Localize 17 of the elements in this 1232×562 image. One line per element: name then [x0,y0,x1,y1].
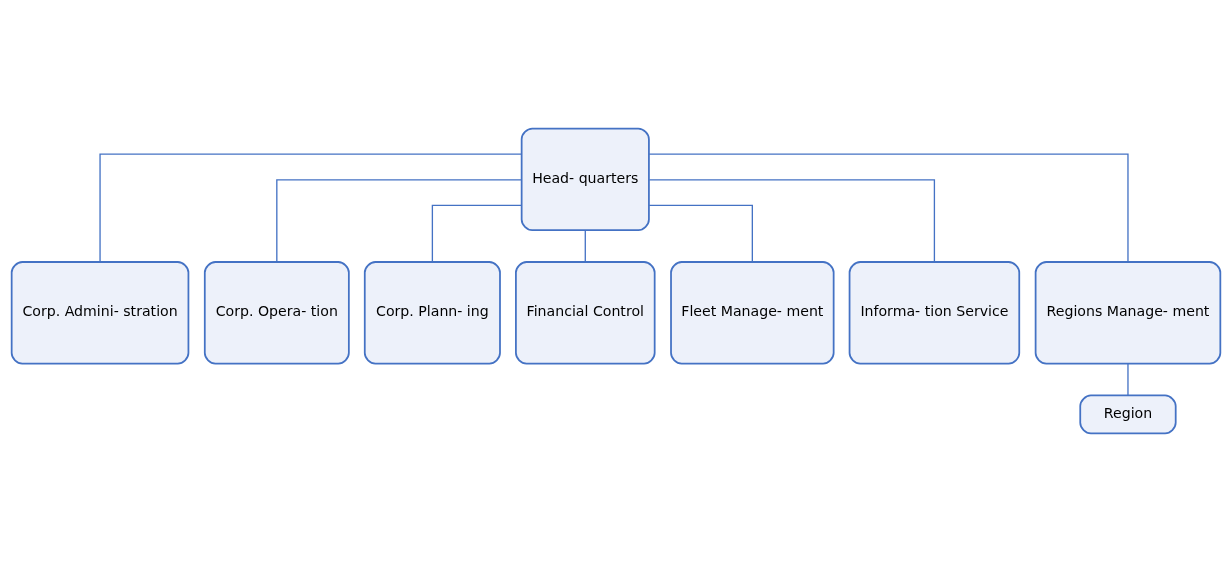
connector [276,179,523,263]
connector [648,153,1129,263]
connector [1127,362,1129,396]
connector [584,229,586,263]
node-box: Corp. Opera- tion [203,261,350,365]
node-box: Fleet Manage- ment [670,261,835,365]
connector [431,204,523,263]
node-box: Corp. Plann- ing [363,261,501,365]
node-box: Informa- tion Service [848,261,1021,365]
connector [648,204,753,263]
node-box: Region [1079,394,1177,435]
node-box: Regions Manage- ment [1034,261,1222,365]
node-box: Financial Control [515,261,656,365]
connector [99,153,523,263]
node-box: Corp. Admini- stration [10,261,190,365]
connector [648,179,936,263]
node-box: Head- quarters [520,127,650,232]
